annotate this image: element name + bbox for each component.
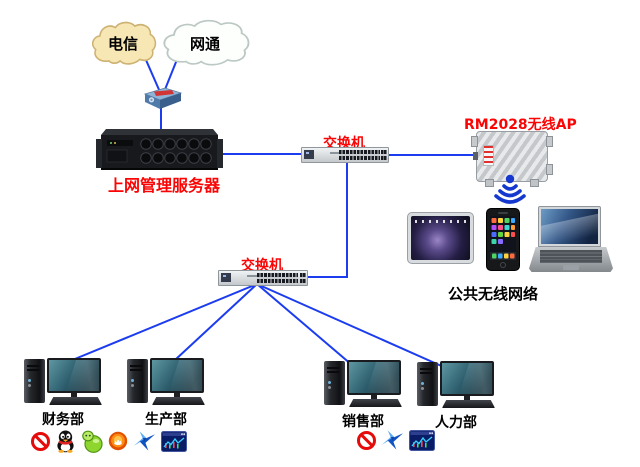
pc-tower [324, 361, 345, 405]
thunder-icon [133, 431, 156, 451]
switch-ports [257, 273, 298, 283]
cloud-telecom-label: 电信 [107, 35, 138, 53]
ap-mount-tab [546, 164, 553, 175]
ap-mount-tab [471, 136, 478, 147]
ap-label: RM2028无线AP [464, 117, 577, 133]
pc-keyboard [442, 400, 495, 408]
phone-app-grid [490, 216, 516, 260]
router-icon [143, 87, 183, 109]
laptop-keyboard [540, 250, 602, 263]
cloud-netcom: 网通 [158, 18, 252, 68]
pc-keyboard [49, 397, 102, 405]
switch-1 [301, 147, 389, 163]
pc-monitor-stand [464, 396, 470, 401]
laptop-screen [538, 206, 601, 247]
laptop-touchpad [563, 265, 579, 270]
pc-monitor [347, 360, 401, 395]
switch-ports [339, 150, 380, 160]
switch-brand-mark [247, 275, 262, 277]
phone-screen [490, 216, 516, 260]
dept-computer-sales [324, 360, 402, 407]
ap-foot [530, 179, 539, 187]
pc-monitor-stand [371, 395, 377, 400]
dept-computer-production [127, 358, 205, 405]
thunder-icon [381, 430, 404, 450]
smartphone-device [486, 208, 520, 271]
cloud-telecom: 电信 [88, 20, 158, 67]
flame-icon [108, 431, 128, 451]
wireless-ap [471, 131, 553, 187]
internet-router [141, 85, 183, 113]
cloud-shape [91, 21, 157, 65]
blocked-icon [31, 431, 50, 451]
phone-speaker [498, 212, 508, 214]
dept-computer-hr [417, 361, 495, 408]
pc-tower [127, 359, 148, 403]
switch-uplink-ports [381, 150, 387, 160]
popo-icon [82, 430, 103, 453]
blocked-apps-right [357, 429, 435, 451]
pc-tower [24, 359, 45, 403]
ap-foot [485, 179, 494, 187]
ap-mount-tab [546, 136, 553, 147]
pc-monitor [47, 358, 101, 393]
blocked-icon [357, 430, 376, 450]
pc-monitor [150, 358, 204, 393]
tablet-screen [411, 216, 470, 260]
tablet-device [407, 212, 474, 264]
phone-home-button [500, 262, 506, 268]
switch-uplink-ports [300, 273, 306, 283]
management-server [96, 128, 223, 175]
wireless-group-label: 公共无线网络 [448, 285, 539, 303]
wifi-signal-icon [494, 174, 526, 204]
stock-chart-icon [409, 429, 435, 451]
server-label: 上网管理服务器 [108, 176, 221, 195]
dept-label-hr: 人力部 [435, 415, 477, 431]
ap-label-strip [483, 145, 494, 166]
laptop-base [529, 247, 613, 272]
switch-logo [221, 273, 231, 282]
switch-2 [218, 270, 308, 286]
rack-server-icon [96, 129, 223, 170]
qq-icon [57, 430, 74, 453]
cloud-netcom-label: 网通 [189, 34, 220, 53]
pc-monitor-stand [174, 393, 180, 398]
blocked-apps-left [31, 429, 187, 453]
dept-label-sales: 销售部 [342, 414, 384, 430]
pc-keyboard [152, 397, 205, 405]
ap-cable-port [473, 152, 478, 160]
pc-keyboard [349, 399, 402, 407]
pc-tower [417, 362, 438, 406]
pc-monitor [440, 361, 494, 396]
dept-computer-finance [24, 358, 102, 405]
switch-logo [304, 150, 314, 159]
laptop-device [529, 206, 613, 272]
dept-label-production: 生产部 [145, 412, 187, 428]
pc-monitor-stand [71, 393, 77, 398]
stock-chart-icon [161, 430, 187, 452]
cloud-shape [163, 19, 250, 66]
dept-label-finance: 财务部 [42, 412, 84, 428]
switch-brand-mark [330, 152, 345, 154]
